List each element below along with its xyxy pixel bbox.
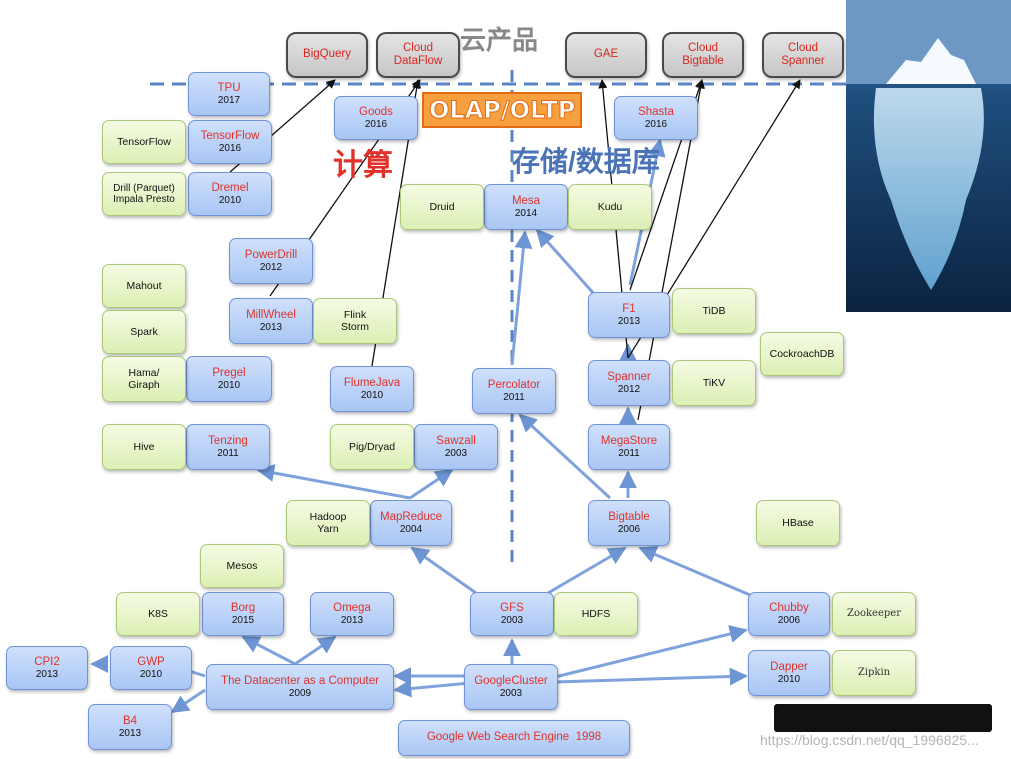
oss-kudu[interactable]: Kudu [568,184,652,230]
oss-spark[interactable]: Spark [102,310,186,354]
oss-tensorflow[interactable]: TensorFlow [102,120,186,164]
cloud-dataflow[interactable]: Cloud DataFlow [376,32,460,78]
cloud-gae[interactable]: GAE [565,32,647,78]
compute-section-label: 计算 [333,149,393,182]
olap-oltp-banner: OLAP/OLTP [422,92,583,128]
oss-k8s[interactable]: K8S [116,592,200,636]
watermark-text: https://blog.csdn.net/qq_1996825... [760,732,979,748]
oss-hive[interactable]: Hive [102,424,186,470]
oss-hadoop[interactable]: Hadoop Yarn [286,500,370,546]
oss-zookeeper[interactable]: Zookeeper [832,592,916,636]
oss-tikv[interactable]: TiKV [672,360,756,406]
oss-cockroachdb[interactable]: CockroachDB [760,332,844,376]
oss-drill[interactable]: Drill (Parquet) Impala Presto [102,172,186,216]
cloud-bigquery[interactable]: BigQuery [286,32,368,78]
oss-hdfs[interactable]: HDFS [554,592,638,636]
node-websearch[interactable]: Google Web Search Engine 1998 [398,720,630,756]
cloud-bigtable[interactable]: Cloud Bigtable [662,32,744,78]
redaction-bar [774,704,992,732]
oss-tidb[interactable]: TiDB [672,288,756,334]
oss-flink[interactable]: Flink Storm [313,298,397,344]
oss-zipkin[interactable]: Zipkin [832,650,916,696]
cloud-products-title: 云产品 [460,25,539,55]
oss-hama[interactable]: Hama/ Giraph [102,356,186,402]
oss-druid[interactable]: Druid [400,184,484,230]
storage-section-label: 存储/数据库 [512,146,660,177]
cloud-spanner[interactable]: Cloud Spanner [762,32,844,78]
iceberg-image [846,0,1011,312]
oss-mahout[interactable]: Mahout [102,264,186,308]
oss-pigdryad[interactable]: Pig/Dryad [330,424,414,470]
oss-mesos[interactable]: Mesos [200,544,284,588]
oss-hbase[interactable]: HBase [756,500,840,546]
